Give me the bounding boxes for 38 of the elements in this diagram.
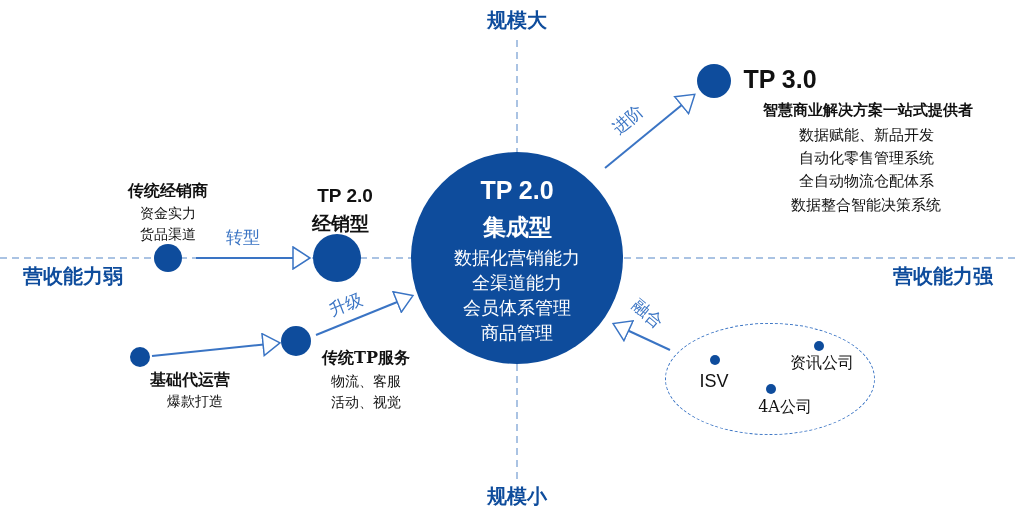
node-text: 经销型 bbox=[311, 213, 369, 233]
node-text: 商品管理 bbox=[481, 324, 553, 342]
arrow bbox=[315, 291, 414, 336]
node-title: 传统TP服务 bbox=[322, 350, 410, 366]
axis-label: 规模大 bbox=[487, 10, 547, 30]
list-item: 数据整合智能决策系统 bbox=[791, 197, 941, 213]
list-item: 自动化零售管理系统 bbox=[798, 150, 934, 166]
node-text: 全渠道能力 bbox=[472, 274, 562, 292]
node-title: 资讯公司 bbox=[790, 355, 854, 371]
node-text: 数据化营销能力 bbox=[454, 249, 580, 267]
edge-label: 进阶 bbox=[609, 102, 647, 138]
node-text: 货品渠道 bbox=[140, 227, 196, 241]
arrow bbox=[151, 332, 281, 357]
arrow bbox=[612, 320, 671, 351]
list-item: 全自动物流仓配体系 bbox=[798, 173, 934, 189]
node-title: TP 2.0 bbox=[317, 185, 373, 205]
axis-label: 规模小 bbox=[487, 486, 547, 506]
node-text: 资金实力 bbox=[140, 206, 196, 220]
node-text: 会员体系管理 bbox=[463, 299, 571, 317]
node-text: 物流、客服 bbox=[331, 374, 401, 388]
arrow bbox=[195, 246, 311, 270]
edge-label: 融合 bbox=[629, 296, 667, 332]
node-title: 基础代运营 bbox=[150, 372, 230, 388]
arrow bbox=[604, 93, 696, 169]
node-title: 4A公司 bbox=[758, 399, 812, 415]
axis-label: 营收能力弱 bbox=[23, 266, 123, 286]
node-text: 智慧商业解决方案一站式提供者 bbox=[763, 102, 973, 118]
node-title: ISV bbox=[699, 372, 729, 390]
node-text: 爆款打造 bbox=[167, 394, 223, 408]
node-title: TP 3.0 bbox=[743, 66, 817, 92]
node-title: TP 2.0 bbox=[480, 177, 554, 203]
axis-label: 营收能力强 bbox=[893, 266, 993, 286]
edge-label: 转型 bbox=[226, 228, 260, 246]
node-text: 活动、视觉 bbox=[331, 395, 401, 409]
list-item: 数据赋能、新品开发 bbox=[798, 127, 934, 143]
node-text: 集成型 bbox=[482, 214, 552, 238]
edge-label: 升级 bbox=[327, 290, 365, 320]
node-title: 传统经销商 bbox=[128, 183, 208, 199]
